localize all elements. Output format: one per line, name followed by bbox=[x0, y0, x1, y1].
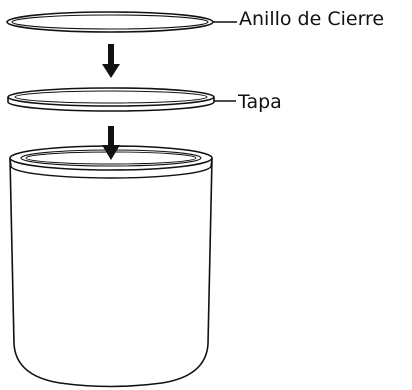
sealing-ring bbox=[6, 11, 214, 33]
arrow-down-icon bbox=[102, 126, 120, 160]
lid bbox=[7, 87, 215, 112]
container bbox=[9, 145, 213, 388]
arrow-down-icon bbox=[102, 44, 120, 78]
label-sealing-ring: Anillo de Cierre bbox=[239, 8, 385, 30]
label-lid: Tapa bbox=[238, 91, 282, 113]
